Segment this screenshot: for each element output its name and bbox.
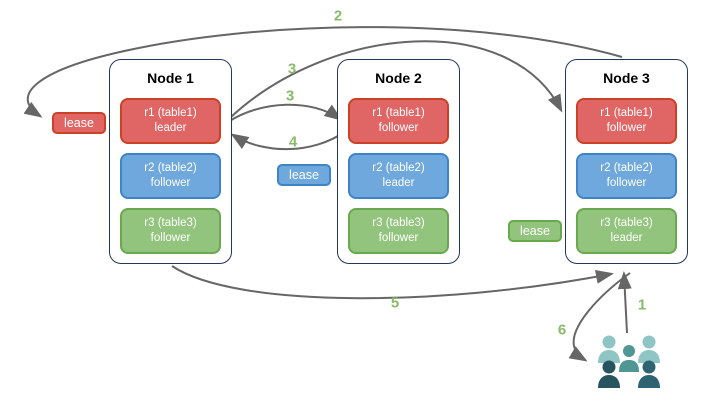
step-label-4: 4: [288, 133, 298, 151]
node-3: Node 3 r1 (table1) follower r2 (table2) …: [565, 59, 688, 264]
node2-r1-label: r1 (table1): [372, 107, 425, 120]
node1-r3-label: r3 (table3): [144, 217, 197, 230]
node1-r1-box: r1 (table1) leader: [120, 98, 221, 144]
step-label-3a: 3: [287, 60, 297, 78]
node3-r2-role: follower: [606, 177, 647, 189]
arrow-step4-node2-to-node1: [230, 130, 347, 151]
node3-r1-role: follower: [606, 122, 647, 134]
node1-r1-role: leader: [154, 122, 187, 134]
step-label-6: 6: [557, 321, 567, 339]
arrow-step2-node3-to-lease1: [23, 26, 623, 118]
arrow-step1-users-to-node3: [617, 271, 632, 334]
lease-label-r2: lease: [277, 164, 331, 186]
node2-r3-label: r3 (table3): [372, 217, 425, 230]
node1-r1-label: r1 (table1): [144, 107, 197, 120]
node2-r2-label: r2 (table2): [372, 162, 425, 175]
arrow-step3-node1-to-node3: [230, 40, 563, 118]
node1-r2-box: r2 (table2) follower: [120, 153, 221, 199]
node1-r3-box: r3 (table3) follower: [120, 208, 221, 254]
step-label-2: 2: [333, 7, 343, 25]
node3-r2-label: r2 (table2): [600, 162, 653, 175]
node3-r3-label: r3 (table3): [600, 217, 653, 230]
step-label-5: 5: [390, 294, 400, 312]
arrow-step3-node1-to-node2: [227, 103, 343, 123]
node-1: Node 1 r1 (table1) leader r2 (table2) fo…: [109, 59, 232, 264]
node-1-title: Node 1: [147, 70, 194, 86]
node3-r2-box: r2 (table2) follower: [576, 153, 677, 199]
node3-r3-role: leader: [610, 232, 643, 244]
node2-r1-box: r1 (table1) follower: [348, 98, 449, 144]
node2-r2-box: r2 (table2) leader: [348, 153, 449, 199]
users-front-row: [598, 360, 660, 388]
node2-r3-role: follower: [378, 232, 419, 244]
node-2-title: Node 2: [375, 70, 422, 86]
step-label-3b: 3: [285, 87, 295, 105]
node3-r3-box: r3 (table3) leader: [576, 208, 677, 254]
step-label-1: 1: [637, 296, 647, 314]
arrow-step6-node3-to-users: [568, 272, 631, 362]
node2-r1-role: follower: [378, 122, 419, 134]
node1-r2-label: r2 (table2): [144, 162, 197, 175]
lease-label-r3: lease: [508, 220, 562, 242]
users-back-row: [598, 335, 660, 363]
arrow-step5-node1-to-node3: [171, 265, 614, 300]
node1-r2-role: follower: [150, 177, 191, 189]
node3-r1-label: r1 (table1): [600, 107, 653, 120]
node1-r3-role: follower: [150, 232, 191, 244]
node2-r2-role: leader: [382, 177, 415, 189]
node2-r3-box: r3 (table3) follower: [348, 208, 449, 254]
users-group-icon: [598, 335, 660, 388]
node-2: Node 2 r1 (table1) follower r2 (table2) …: [337, 59, 460, 264]
users-middle-person: [619, 345, 639, 372]
lease-label-r1: lease: [52, 112, 106, 134]
node3-r1-box: r1 (table1) follower: [576, 98, 677, 144]
node-3-title: Node 3: [603, 70, 650, 86]
